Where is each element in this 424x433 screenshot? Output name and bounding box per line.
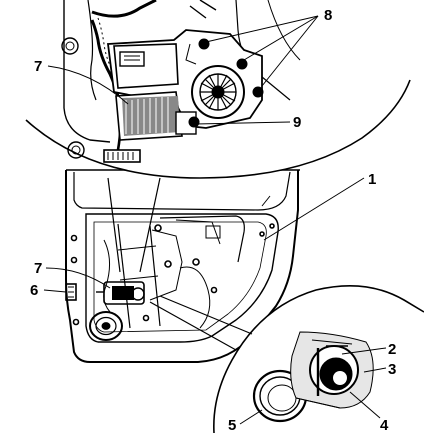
- motor-in-door: [96, 281, 145, 305]
- callout-1: 1: [368, 171, 376, 188]
- callout-4: 4: [380, 417, 389, 433]
- harness-connector: [103, 149, 141, 163]
- callout-7-top: 7: [34, 58, 42, 75]
- window-motor: [106, 29, 264, 141]
- access-opening: [290, 331, 374, 409]
- callout-3: 3: [388, 361, 396, 378]
- loudspeaker: [89, 311, 123, 341]
- callout-6: 6: [30, 282, 38, 299]
- door-panel: [65, 169, 300, 363]
- leader-lines: [43, 15, 387, 425]
- bottom-zoom-circle: [149, 285, 424, 433]
- callout-5: 5: [228, 417, 236, 433]
- callout-2: 2: [388, 341, 396, 358]
- callout-9: 9: [293, 114, 301, 131]
- callout-8: 8: [324, 7, 332, 24]
- callout-7-lower: 7: [34, 260, 42, 277]
